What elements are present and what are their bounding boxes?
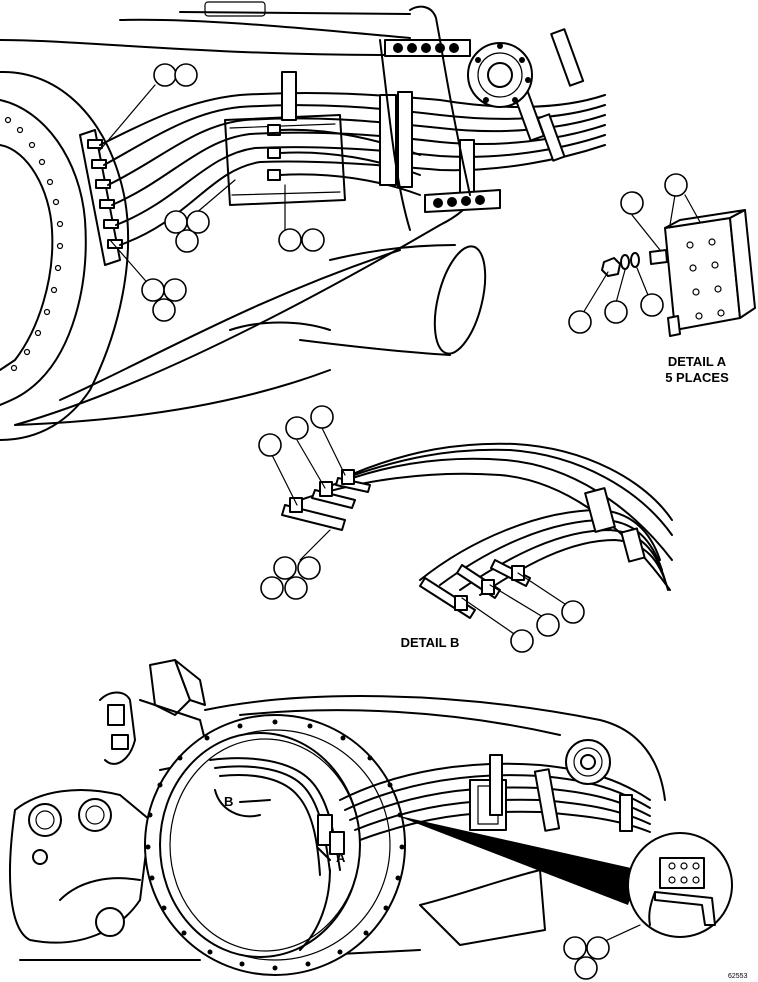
bracket-connectors (87, 139, 123, 249)
nut (601, 257, 621, 277)
zoom-detail-content (648, 857, 716, 926)
detail-a-view (601, 209, 756, 337)
detail-a-subtitle: 5 PLACES (665, 370, 729, 385)
bottom-assembly-view: B A (9, 659, 733, 976)
flange-bolts (384, 39, 501, 213)
detail-b-title: DETAIL B (401, 635, 460, 650)
ring-bolts (145, 719, 405, 971)
top-assembly-view (0, 1, 606, 441)
ring-assembly (144, 714, 406, 976)
bottom-bearing (565, 739, 611, 785)
detail-a-title: DETAIL A (668, 354, 727, 369)
cable-bundle-bottom (339, 754, 651, 841)
view-marker-a: A (336, 850, 346, 865)
view-marker-b: B (224, 794, 233, 809)
washer (620, 254, 630, 270)
detail-b-clamps (281, 469, 646, 619)
block-holes (686, 238, 725, 320)
figure-number: 62553 (728, 973, 748, 980)
detail-b-view (281, 442, 673, 619)
ring-bolt-holes (4, 116, 64, 372)
bearing-ring (467, 42, 533, 108)
callout-circles (141, 63, 688, 980)
hinge-wiring (99, 691, 136, 765)
callout-leaders (99, 84, 701, 949)
